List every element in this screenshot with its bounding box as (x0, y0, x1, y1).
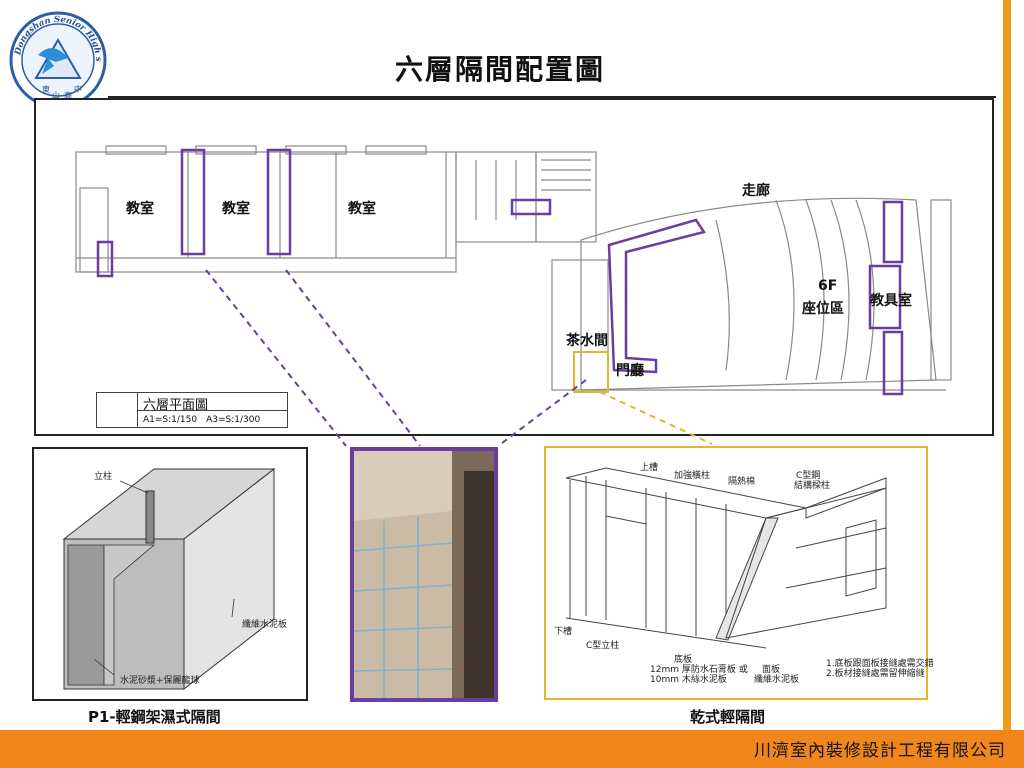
site-photo (350, 447, 498, 702)
logo-char: 高 (64, 90, 72, 100)
label-face-spec: 纖維水泥板 (754, 675, 800, 685)
scale-ratio: A1=S:1/150 A3=S:1/300 (143, 415, 261, 425)
room-label-corridor: 走廊 (742, 183, 770, 199)
room-label-seating: 座位區 (802, 301, 844, 317)
dry-partition-detail: 上槽 加強橫柱 隔熱棉 C型鋼 結構樑柱 下槽 C型立柱 底板 12mm 厚防水… (544, 446, 934, 700)
label-top-track: 上槽 (640, 463, 659, 473)
room-label-classroom-1: 教室 (126, 201, 154, 217)
label-face-board: 面板 (762, 665, 781, 675)
scale-divider (137, 410, 287, 411)
label-insulation: 隔熱棉 (728, 477, 756, 487)
room-label-floor: 6F (818, 278, 838, 294)
scale-legend: 六層平面圖 A1=S:1/150 A3=S:1/300 (96, 392, 288, 428)
connector-line (285, 269, 421, 447)
site-photo-image (354, 451, 494, 698)
room-label-staff-room: 教具室 (870, 293, 912, 309)
connector-line (599, 391, 713, 445)
wet-partition-drawing (62, 467, 276, 691)
label-fiber-cement-board: 纖維水泥板 (242, 620, 288, 630)
dry-partition-caption: 乾式輕隔間 (690, 708, 766, 726)
connector-line (205, 269, 347, 447)
connector-line (497, 379, 587, 447)
label-stud: 立柱 (94, 472, 113, 482)
company-name: 川濟室內裝修設計工程有限公司 (754, 741, 1006, 761)
label-c-steel: C型鋼 (796, 471, 821, 481)
floor-plan-drawing (75, 145, 952, 396)
label-c-steel-structure: 結構樑柱 (794, 481, 831, 491)
room-label-classroom-2: 教室 (222, 201, 250, 217)
label-bottom-track: 下槽 (554, 627, 573, 637)
title-underline (108, 96, 996, 98)
wet-partition-detail: 立柱 纖維水泥板 水泥砂漿+保麗龍球 (32, 447, 308, 701)
room-label-classroom-3: 教室 (348, 201, 376, 217)
logo-char: 山 (52, 90, 60, 100)
dry-partition-drawing (565, 467, 887, 649)
scale-title: 六層平面圖 (143, 398, 209, 413)
room-label-lobby: 門廳 (616, 363, 644, 379)
footer-bar (0, 730, 1024, 768)
wet-partition-caption: P1-輕鋼架濕式隔間 (88, 708, 221, 726)
school-logo: Dongshan Senior High school 東 山 高 中 (5, 3, 108, 110)
label-base-spec-1: 12mm 厚防水石膏板 或 (650, 665, 748, 675)
room-label-tea-room: 茶水間 (566, 333, 608, 349)
right-accent-bar (1003, 0, 1011, 768)
note-1: 1.底板跟面板接縫處需交錯 (826, 659, 934, 669)
connector-lines (205, 269, 713, 447)
label-base-board: 底板 (674, 655, 693, 665)
label-mortar: 水泥砂漿+保麗龍球 (120, 676, 200, 686)
label-base-spec-2: 10mm 木絲水泥板 (650, 675, 727, 685)
label-stiffener: 加強橫柱 (674, 471, 711, 481)
note-2: 2.板材接縫處需留伸縮縫 (826, 669, 925, 679)
logo-char: 中 (74, 84, 82, 94)
logo-char: 東 (42, 84, 50, 94)
page-title: 六層隔間配置圖 (394, 53, 605, 86)
label-c-stud: C型立柱 (586, 641, 620, 651)
